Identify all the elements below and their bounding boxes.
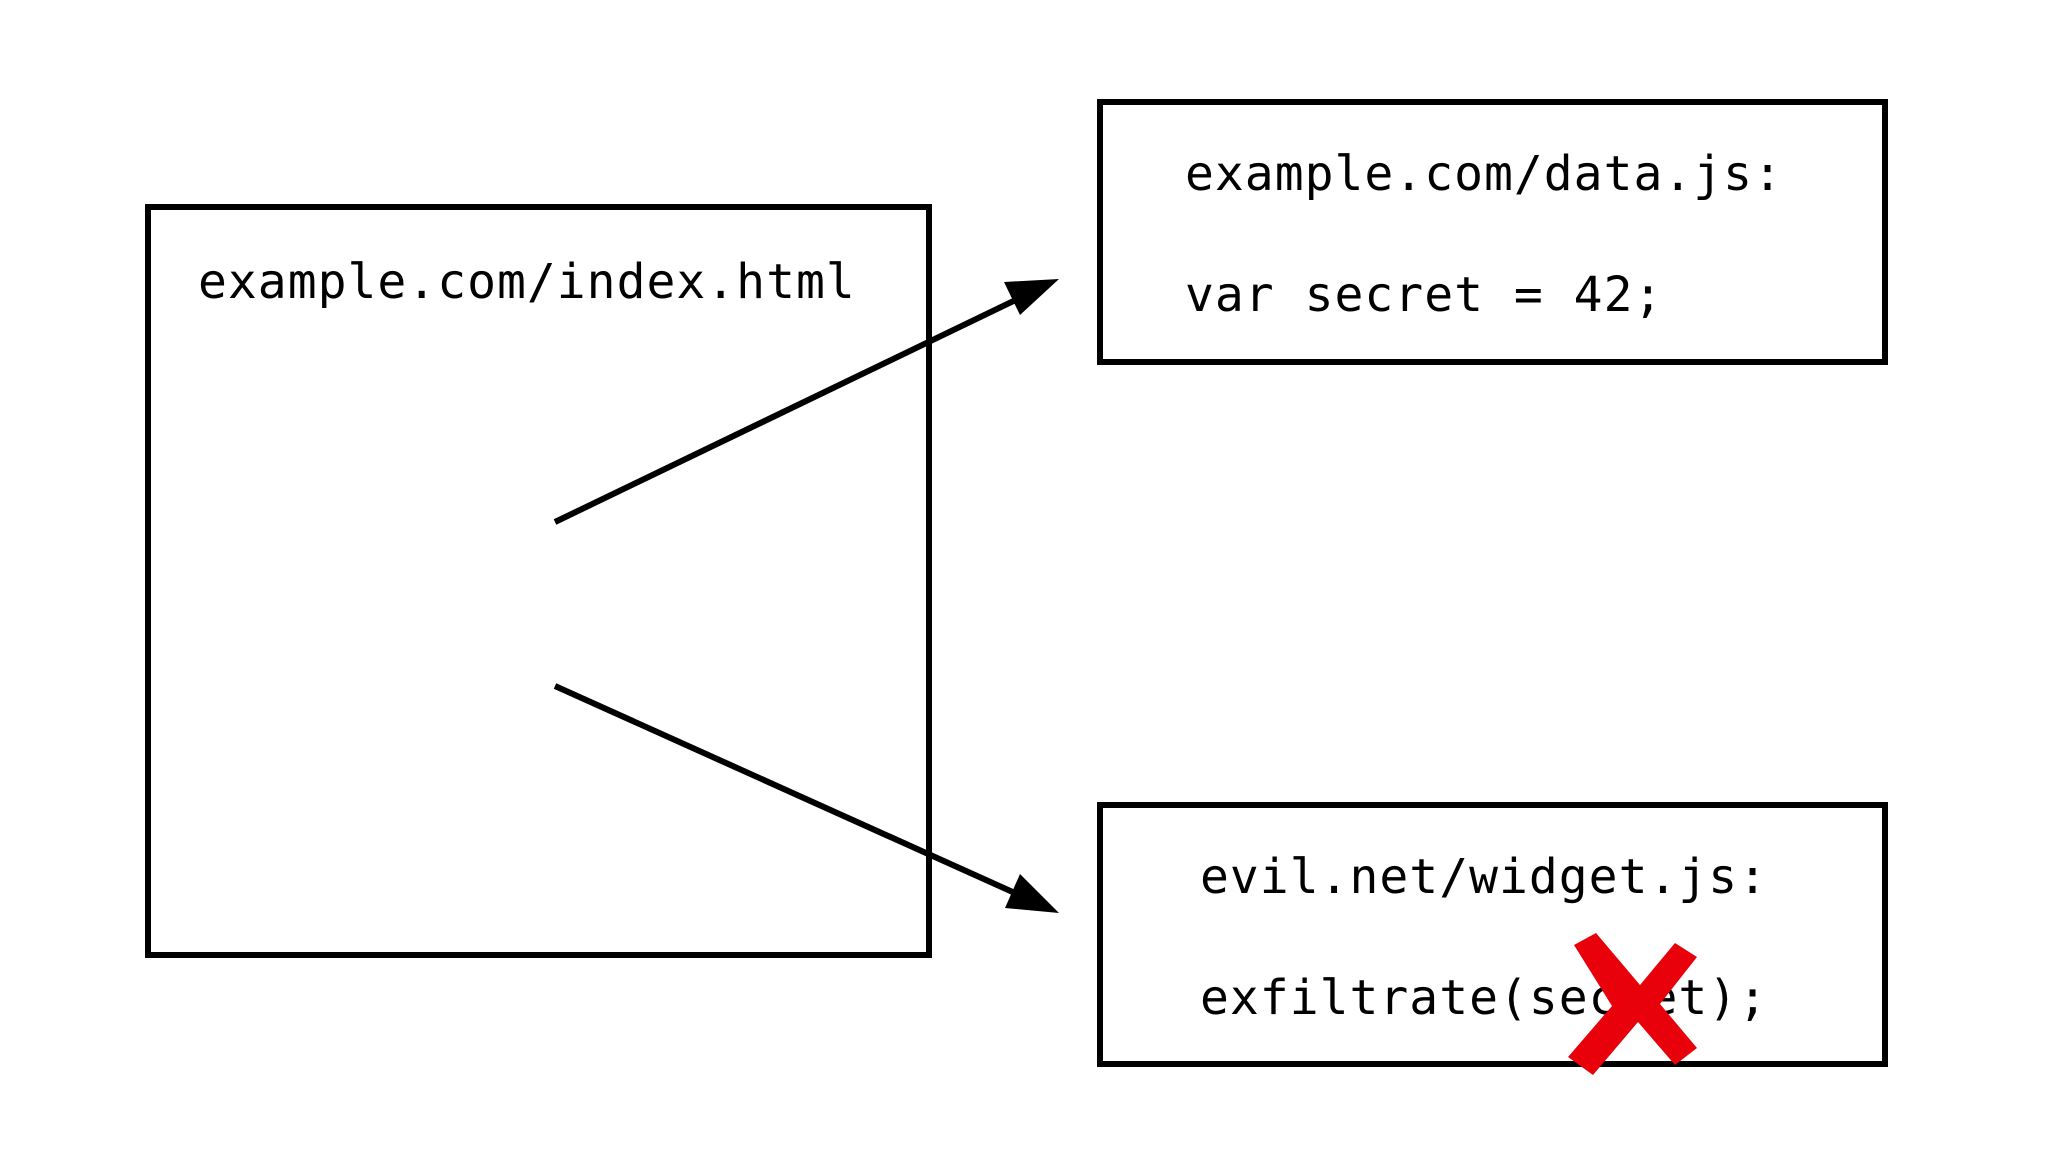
index-html-box bbox=[145, 204, 932, 958]
index-html-label: example.com/index.html bbox=[198, 254, 856, 310]
data-js-label: example.com/data.js: bbox=[1185, 146, 1783, 202]
widget-js-box bbox=[1097, 802, 1888, 1067]
data-js-code: var secret = 42; bbox=[1185, 267, 1664, 323]
data-js-box bbox=[1097, 99, 1888, 365]
widget-js-label: evil.net/widget.js: bbox=[1200, 849, 1769, 905]
widget-js-code: exfiltrate(secret); bbox=[1200, 970, 1769, 1026]
